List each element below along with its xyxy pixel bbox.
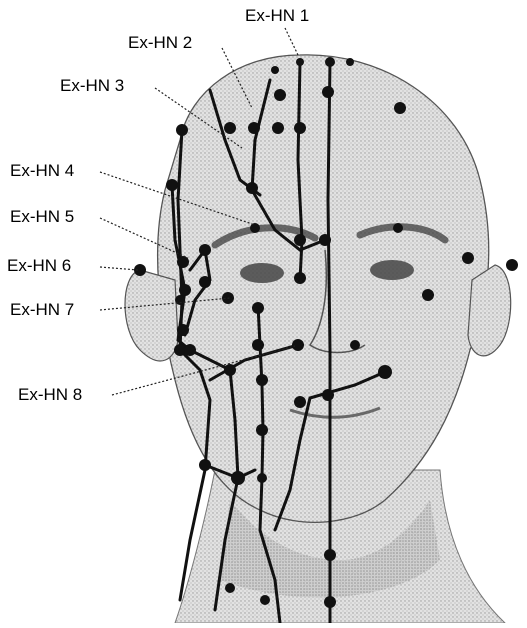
label-ex-hn-8: Ex-HN 8: [18, 386, 82, 403]
label-ex-hn-6: Ex-HN 6: [7, 257, 71, 274]
label-ex-hn-5: Ex-HN 5: [10, 208, 74, 225]
left-ear: [468, 265, 511, 356]
label-ex-hn-4: Ex-HN 4: [10, 162, 74, 179]
label-ex-hn-7: Ex-HN 7: [10, 301, 74, 318]
label-ex-hn-1: Ex-HN 1: [245, 7, 309, 24]
right-eye: [240, 263, 284, 283]
left-eye: [370, 260, 414, 280]
right-ear: [125, 270, 178, 361]
label-ex-hn-3: Ex-HN 3: [60, 77, 124, 94]
label-ex-hn-2: Ex-HN 2: [128, 34, 192, 51]
